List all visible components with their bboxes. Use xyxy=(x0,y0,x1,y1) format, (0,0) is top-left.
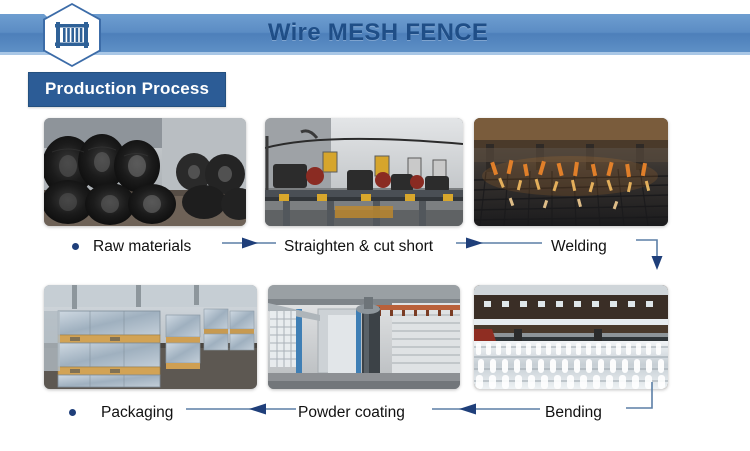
step-label-welding: Welding xyxy=(551,238,607,255)
header-banner xyxy=(0,14,750,52)
step-label-raw-materials: Raw materials xyxy=(93,238,192,255)
header-banner-underline xyxy=(0,52,750,55)
step-label-straighten-cut: Straighten & cut short xyxy=(284,238,434,255)
photo-straighten-cut xyxy=(265,118,463,226)
step-label-packaging: Packaging xyxy=(101,404,174,421)
photo-powder-coating xyxy=(268,285,460,389)
step-label-powder-coating: Powder coating xyxy=(298,404,405,421)
arrow-welding-to-bending-elbow xyxy=(636,239,663,270)
photo-packaging xyxy=(44,285,257,389)
bullet-packaging xyxy=(69,409,76,416)
page-title: Wire MESH FENCE xyxy=(267,19,489,46)
section-tag: Production Process xyxy=(28,72,227,107)
photo-welding xyxy=(474,118,668,226)
fence-icon xyxy=(55,22,89,48)
photo-bending xyxy=(474,285,668,389)
bullet-raw-materials xyxy=(72,243,79,250)
step-label-bending: Bending xyxy=(545,404,602,421)
arrow-raw-to-straighten xyxy=(222,237,276,249)
arrow-bending-to-powder xyxy=(432,403,540,415)
photo-raw-materials xyxy=(44,118,246,226)
logo-hexagon xyxy=(45,5,99,65)
connector-bending-elbow xyxy=(626,382,653,409)
arrow-straighten-to-welding xyxy=(456,237,542,249)
arrow-powder-to-packaging xyxy=(186,403,296,415)
